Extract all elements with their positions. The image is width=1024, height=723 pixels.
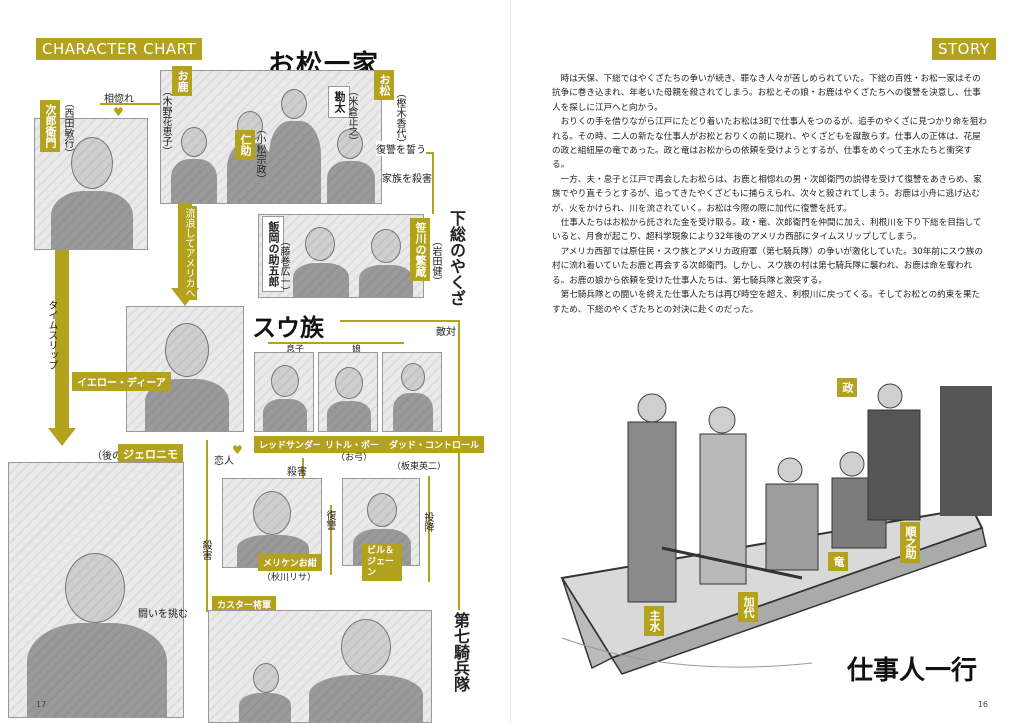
story-paragraph: 第七騎兵隊との闘いを終えた仕事人たちは再び時空を超え、利根川に戻ってくる。そして…	[552, 290, 981, 315]
tatakai-label: 闘いを挑む	[138, 609, 188, 620]
label-kayo: 加代	[738, 592, 758, 622]
custer-label: カスター将軍	[212, 596, 277, 613]
family-branch-line	[268, 342, 404, 344]
group-title: 仕事人一行	[847, 656, 978, 686]
dai7-line	[458, 320, 460, 610]
kiyosuke-actor: （米倉正之）	[346, 86, 357, 146]
dad-control-portrait	[382, 352, 442, 432]
tohyou-line	[428, 476, 430, 582]
right-page: STORY 時は天保、下総ではやくざたちの争いが続き、罪なき人々が苦しめられてい…	[512, 0, 1024, 723]
soushi-label: 相惚れ	[104, 94, 134, 105]
yellow-deer-portrait	[126, 306, 244, 432]
yakuza-portrait	[258, 214, 424, 298]
tekitai-line	[340, 320, 460, 322]
fukushu-vert2	[330, 505, 332, 575]
story-paragraph: アメリカ西部では原住民・スウ族とアメリカ政府軍（第七騎兵隊）の争いが激化していた…	[552, 246, 983, 286]
kiyosuke-label: 勘太	[328, 86, 350, 118]
story-paragraph: おりくの手を借りながら江戸にたどり着いたお松は3町で仕事人をつのるが、追手のやく…	[552, 117, 987, 171]
red-thunder-portrait	[254, 352, 314, 432]
little-pow-label: リトル・ポー	[320, 436, 385, 453]
page-number-right: 16	[977, 700, 988, 709]
omatsu-label: お松	[374, 70, 394, 100]
time-slip-line	[55, 248, 69, 433]
page-number-left: 17	[36, 700, 47, 709]
kazoku-label: 家族を殺害	[382, 170, 432, 185]
yellow-deer-label: イエロー・ディーア	[72, 372, 171, 391]
time-slip-arrow	[48, 428, 76, 446]
time-slip-label: タイムスリップ	[46, 300, 57, 370]
dad-control-label: ダッド・コントロール	[384, 436, 485, 453]
little-pow-sub: （お弓）	[336, 453, 373, 463]
sasagawa-label: 笹川の繁蔵	[410, 218, 430, 281]
jirozaemon-actor: （西田敏行）	[62, 98, 73, 158]
omatsu-family-portrait	[160, 70, 382, 204]
little-pow-portrait	[318, 352, 378, 432]
character-chart-tag: CHARACTER CHART	[36, 38, 203, 60]
meriken-label: メリケンお紺	[258, 554, 322, 571]
satsugai2-label: 殺害	[200, 540, 211, 560]
left-branch-line	[206, 440, 208, 610]
meriken-actor: （秋川リサ）	[262, 573, 317, 583]
story-text: 時は天保、下総ではやくざたちの争いが続き、罪なき人々が苦しめられていた。下総の百…	[552, 72, 988, 317]
label-junnosuke: 順之助	[900, 522, 920, 563]
custer-portrait	[208, 610, 432, 723]
geronimo-prefix: （後の）	[92, 451, 132, 462]
ohisa-label: お鹿	[172, 66, 192, 96]
label-masa: 政	[837, 378, 857, 397]
geronimo-portrait	[8, 462, 184, 718]
fukushu2-label: 復讐	[324, 510, 335, 530]
heart-icon: ♥	[113, 105, 124, 119]
koibito-label: 恋人	[214, 456, 234, 467]
tohyou-label: 投降	[422, 512, 433, 532]
tekitai-label: 敵対	[436, 327, 456, 338]
red-thunder-label: レッドサンダー	[254, 436, 328, 453]
nagare-label: 流浪してアメリカへ	[180, 206, 197, 300]
jinsuke-actor: （小松宗政）	[254, 124, 265, 184]
jirozaemon-label: 次郎衛門	[40, 100, 60, 152]
musume-label: 娘	[352, 345, 362, 355]
omatsu-actor: （樫木香代）	[394, 88, 405, 148]
sioux-title: スウ族	[252, 313, 324, 342]
fukushu-vert	[432, 152, 434, 214]
geronimo-label: ジェロニモ	[118, 444, 183, 464]
story-paragraph: 時は天保、下総ではやくざたちの争いが続き、罪なき人々が苦しめられていた。下総の百…	[552, 74, 981, 113]
dad-control-actor: （板東英二）	[392, 462, 447, 472]
jinsuke-label: 仁助	[235, 130, 255, 160]
story-paragraph: 仕事人たちはお松から託された金を受け取る。政・竜、次郎衛門を仲間に加え、利根川を…	[552, 218, 982, 243]
satsugai-label: 殺害	[287, 467, 307, 478]
story-paragraph: 一方、夫・息子と江戸で再会したお松らは、お鹿と相惚れの男・次郎衛門の説得を受けて…	[552, 174, 982, 214]
soushi-line	[100, 103, 162, 105]
heart-icon: ♥	[232, 443, 243, 457]
boat-scene-graphic	[552, 378, 992, 690]
label-ryu: 竜	[828, 552, 848, 571]
musuko-label: 息子	[286, 345, 305, 355]
sasagawa-actor: （岩田健）	[430, 236, 441, 286]
story-tag: STORY	[932, 38, 996, 60]
imano-label: 飯岡の助五郎	[262, 216, 284, 292]
dai7-label: 第七騎兵隊	[451, 612, 470, 692]
fukushu-label: 復讐を誓う	[376, 141, 426, 156]
shimosa-label: 下総のやくざ	[447, 210, 466, 306]
imano-actor: （藤巻広一）	[278, 236, 289, 296]
ohisa-actor: （木野花恵子）	[160, 86, 171, 156]
bill-jane-label: ビル＆ジェーン	[362, 544, 402, 581]
boat-illustration	[552, 378, 992, 690]
jirozaemon-portrait	[34, 118, 148, 250]
label-mondo: 主水	[644, 606, 664, 636]
left-page: CHARACTER CHART お松一家 次郎衛門 （西田敏行） 相惚れ ♥ タ…	[8, 38, 485, 723]
